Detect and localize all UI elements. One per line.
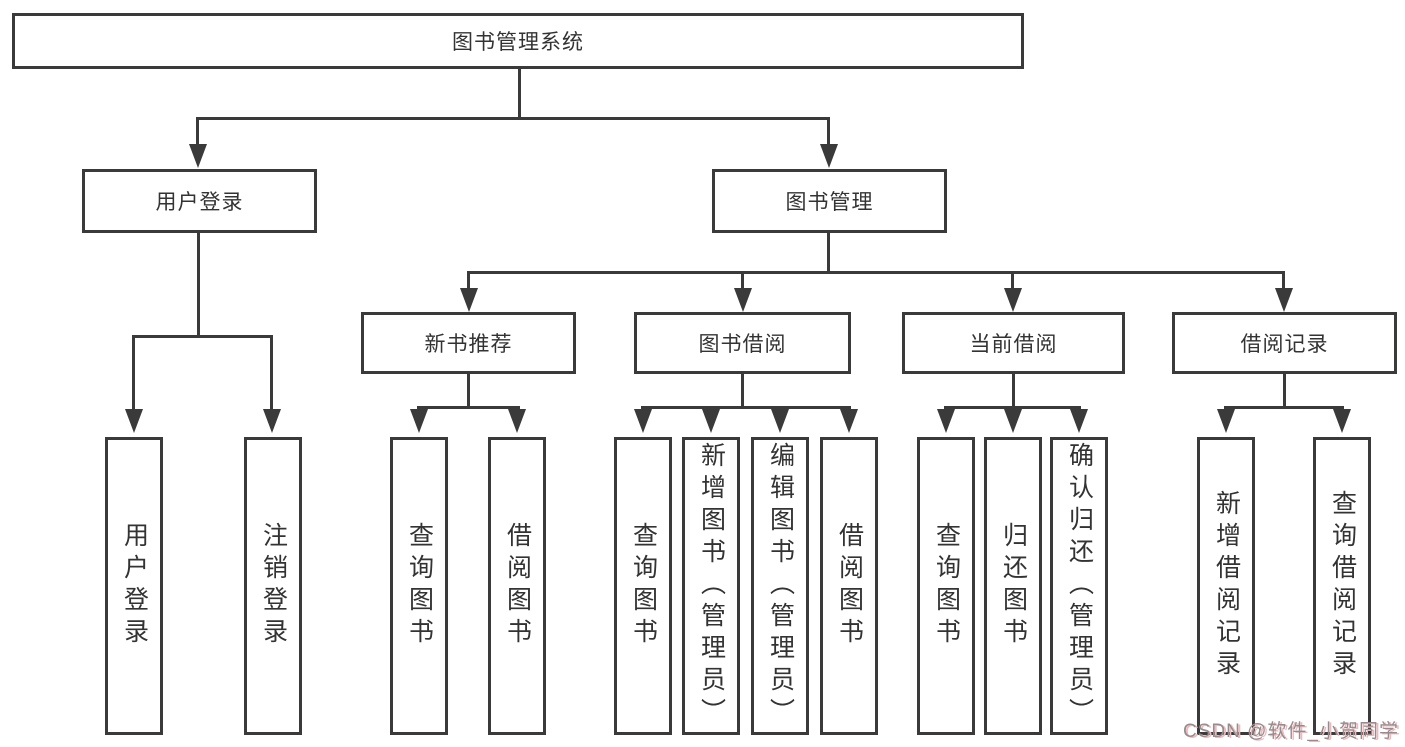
connector-level3-rail [467, 271, 1285, 274]
leaf-add-books-admin: 新增图书（管理员） [682, 437, 740, 735]
connector-borrow-records-drop [1282, 271, 1285, 290]
arrowhead-borrow-records-icon [1275, 288, 1293, 312]
leaf-label: 注销登录 [259, 522, 288, 650]
leaf-return-books: 归还图书 [984, 437, 1042, 735]
leaf-borrow-books: 借阅图书 [820, 437, 878, 735]
connector-new-books-stem [467, 373, 470, 406]
connector-current-borrow-stem [1012, 373, 1015, 406]
arrowhead-leaf-icon [840, 409, 858, 433]
connector-borrow-records-stem [1283, 373, 1286, 406]
connector-current-borrow-drop [1011, 271, 1014, 290]
arrowhead-leaf-icon [1070, 409, 1088, 433]
connector-book-mgmt-drop [827, 117, 830, 145]
arrowhead-leaf-icon [937, 409, 955, 433]
leaf-label: 查询图书 [405, 522, 434, 650]
leaf-confirm-return-admin: 确认归还（管理员） [1050, 437, 1108, 735]
arrowhead-leaf-icon [1004, 409, 1022, 433]
leaf-label: 查询图书 [629, 522, 658, 650]
arrowhead-book-borrow-icon [734, 288, 752, 312]
connector-user-login-drop [196, 117, 199, 145]
connector-borrow-records-rail [1224, 406, 1344, 409]
arrowhead-user-login-icon [189, 144, 207, 168]
node-book-borrowing: 图书借阅 [634, 312, 851, 374]
node-current-borrowing: 当前借阅 [902, 312, 1125, 374]
arrowhead-leaf-icon [508, 409, 526, 433]
leaf-label: 借阅图书 [835, 522, 864, 650]
connector-new-books-rail [417, 406, 520, 409]
leaf-query-books: 查询图书 [917, 437, 975, 735]
connector-book-borrow-rail [641, 406, 851, 409]
leaf-label: 确认归还（管理员） [1065, 442, 1094, 730]
leaf-logout: 注销登录 [244, 437, 302, 735]
connector-user-login-rail [132, 335, 273, 338]
leaf-add-borrow-record: 新增借阅记录 [1197, 437, 1255, 735]
arrowhead-leaf-icon [634, 409, 652, 433]
leaf-query-books: 查询图书 [390, 437, 448, 735]
arrowhead-leaf-icon [702, 409, 720, 433]
arrowhead-book-mgmt-icon [820, 144, 838, 168]
node-borrowing-records: 借阅记录 [1172, 312, 1397, 374]
connector-book-borrow-drop [741, 271, 744, 290]
leaf-label: 新增借阅记录 [1212, 490, 1241, 682]
leaf-user-login: 用户登录 [105, 437, 163, 735]
arrowhead-new-books-icon [460, 288, 478, 312]
leaf-edit-books-admin: 编辑图书（管理员） [751, 437, 809, 735]
leaf-borrow-books: 借阅图书 [488, 437, 546, 735]
connector-login-drop [132, 335, 135, 410]
arrowhead-login-icon [125, 409, 143, 433]
leaf-query-books: 查询图书 [614, 437, 672, 735]
csdn-watermark: CSDN @软件_小贺同学 [1183, 721, 1399, 742]
node-user-login: 用户登录 [82, 169, 317, 233]
leaf-label: 用户登录 [120, 522, 149, 650]
arrowhead-leaf-icon [1217, 409, 1235, 433]
arrowhead-leaf-icon [410, 409, 428, 433]
connector-root-stem [518, 68, 521, 118]
connector-logout-drop [270, 335, 273, 410]
node-book-management: 图书管理 [712, 169, 947, 233]
arrowhead-leaf-icon [771, 409, 789, 433]
connector-book-borrow-stem [741, 373, 744, 406]
leaf-label: 查询借阅记录 [1328, 490, 1357, 682]
leaf-label: 归还图书 [999, 522, 1028, 650]
leaf-query-borrow-record: 查询借阅记录 [1313, 437, 1371, 735]
leaf-label: 新增图书（管理员） [697, 442, 726, 730]
leaf-label: 编辑图书（管理员） [766, 442, 795, 730]
arrowhead-current-borrow-icon [1004, 288, 1022, 312]
node-new-book-recommend: 新书推荐 [361, 312, 576, 374]
arrowhead-logout-icon [263, 409, 281, 433]
leaf-label: 借阅图书 [503, 522, 532, 650]
arrowhead-leaf-icon [1333, 409, 1351, 433]
connector-level2-rail [196, 117, 830, 120]
connector-new-books-drop [467, 271, 470, 290]
leaf-label: 查询图书 [932, 522, 961, 650]
connector-user-login-stem [197, 232, 200, 337]
node-library-management-system: 图书管理系统 [12, 13, 1024, 69]
connector-book-mgmt-stem [827, 232, 830, 272]
